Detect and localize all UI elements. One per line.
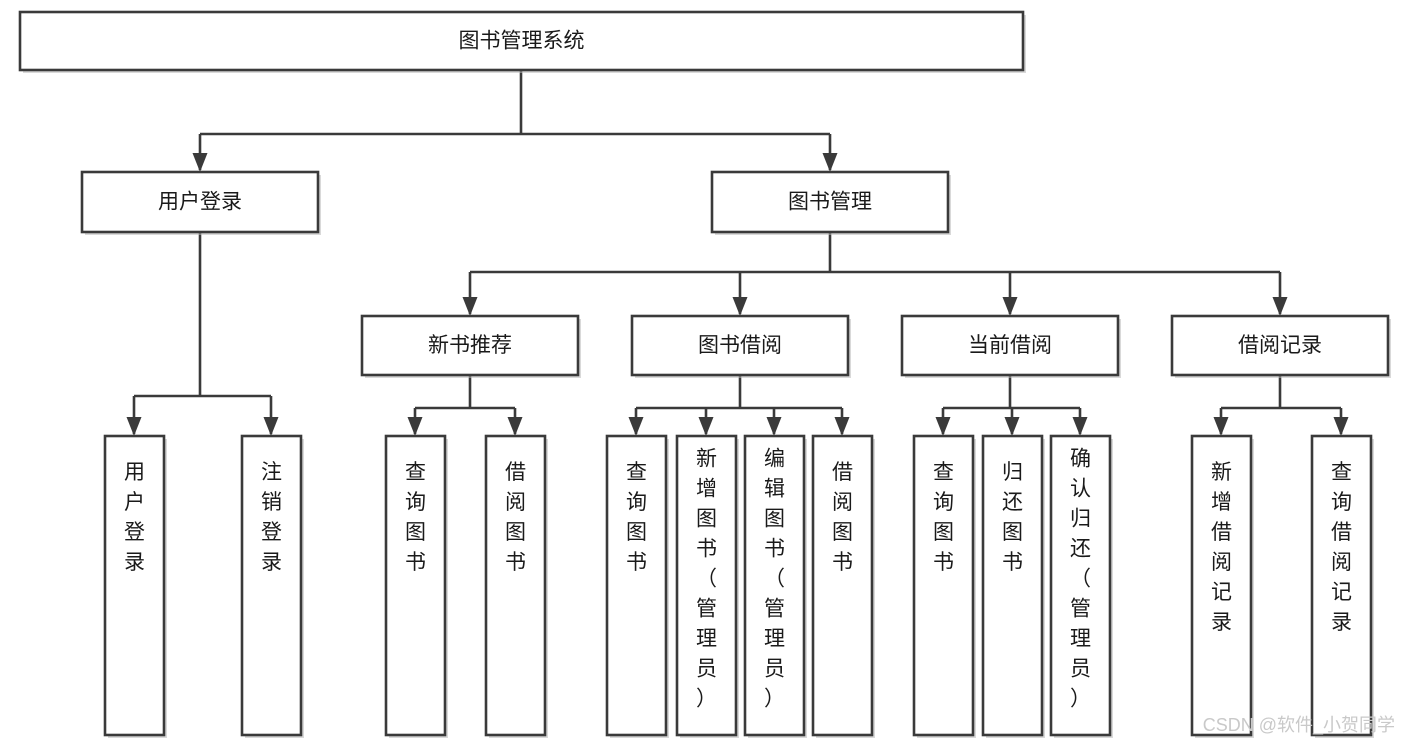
edge-arrowhead [1272, 297, 1288, 316]
node-box[interactable] [484, 434, 547, 737]
node-box[interactable] [900, 314, 1120, 377]
node-label: 新书推荐 [428, 334, 512, 357]
node-current-borrow[interactable]: 当前借阅 [900, 314, 1121, 378]
node-leaf-user-login[interactable]: 用户登录 [103, 434, 167, 738]
node-label: 查询图书 [933, 461, 954, 574]
node-new-book-recommend[interactable]: 新书推荐 [360, 314, 581, 378]
node-label: 当前借阅 [968, 334, 1052, 357]
node-box[interactable] [1310, 434, 1373, 737]
edge-arrowhead [1004, 417, 1020, 436]
edge-arrowhead [192, 153, 208, 172]
edge-arrowhead [822, 153, 838, 172]
node-label: 用户登录 [124, 461, 145, 574]
node-label: 新增图书（管理员） [696, 448, 717, 711]
node-box[interactable] [360, 314, 580, 377]
node-box[interactable] [811, 434, 874, 737]
edge-arrowhead [732, 297, 748, 316]
node-box[interactable] [1190, 434, 1253, 737]
node-leaf-query-record[interactable]: 查询借阅记录 [1310, 434, 1374, 738]
node-borrow-record[interactable]: 借阅记录 [1170, 314, 1391, 378]
node-box[interactable] [80, 170, 320, 234]
edge-arrowhead [462, 297, 478, 316]
node-label: 新增借阅记录 [1211, 461, 1232, 634]
edge-arrowhead [407, 417, 423, 436]
edge-arrowhead [1213, 417, 1229, 436]
node-leaf-borrow-book-2[interactable]: 借阅图书 [811, 434, 875, 738]
node-label: 图书借阅 [698, 334, 782, 357]
node-label: 查询图书 [405, 461, 426, 574]
connector-borrowrecord-to-leaves [1213, 375, 1349, 436]
node-leaf-query-book-1[interactable]: 查询图书 [384, 434, 448, 738]
node-box[interactable] [605, 434, 668, 737]
node-leaf-confirm-return[interactable]: 确认归还（管理员） [1049, 434, 1113, 738]
node-leaf-query-book-2[interactable]: 查询图书 [605, 434, 669, 738]
node-label: 编辑图书（管理员） [764, 448, 785, 711]
watermark-layer: CSDN @软件_小贺同学 [1203, 715, 1395, 736]
node-label: 注销登录 [261, 461, 282, 574]
node-leaf-borrow-book-1[interactable]: 借阅图书 [484, 434, 548, 738]
edge-arrowhead [507, 417, 523, 436]
edge-arrowhead [1072, 417, 1088, 436]
connector-bookborrow-to-leaves [628, 375, 850, 436]
node-label: 归还图书 [1002, 461, 1023, 574]
edge-arrowhead [263, 417, 279, 436]
edge-arrowhead [628, 417, 644, 436]
connector-newbook-to-leaves [407, 375, 523, 436]
node-box[interactable] [743, 434, 806, 737]
node-leaf-add-record[interactable]: 新增借阅记录 [1190, 434, 1254, 738]
edge-arrowhead [834, 417, 850, 436]
node-box[interactable] [981, 434, 1044, 737]
node-box[interactable] [675, 434, 738, 737]
edge-arrowhead [935, 417, 951, 436]
edge-arrowhead [1333, 417, 1349, 436]
connector-layer [126, 70, 1349, 436]
node-box[interactable] [384, 434, 447, 737]
node-leaf-return-book[interactable]: 归还图书 [981, 434, 1045, 738]
node-leaf-query-book-3[interactable]: 查询图书 [912, 434, 976, 738]
node-label: 图书管理系统 [459, 30, 585, 53]
node-book-manage[interactable]: 图书管理 [710, 170, 951, 235]
node-leaf-edit-book[interactable]: 编辑图书（管理员） [743, 434, 807, 738]
node-label: 借阅图书 [505, 461, 526, 574]
node-label: 查询借阅记录 [1331, 461, 1352, 634]
node-box[interactable] [1170, 314, 1390, 377]
edge-arrowhead [766, 417, 782, 436]
node-box[interactable] [912, 434, 975, 737]
node-box[interactable] [18, 10, 1025, 72]
edge-arrowhead [1002, 297, 1018, 316]
node-label: 借阅图书 [832, 461, 853, 574]
node-label: 查询图书 [626, 461, 647, 574]
node-box[interactable] [240, 434, 303, 737]
node-root[interactable]: 图书管理系统 [18, 10, 1026, 73]
edge-arrowhead [126, 417, 142, 436]
node-leaf-logout[interactable]: 注销登录 [240, 434, 304, 738]
edge-arrowhead [698, 417, 714, 436]
node-label: 用户登录 [158, 191, 242, 214]
node-box[interactable] [103, 434, 166, 737]
node-label: 借阅记录 [1238, 334, 1322, 357]
node-book-borrow[interactable]: 图书借阅 [630, 314, 851, 378]
connector-userlogin-to-leaves [126, 232, 279, 436]
node-layer: 图书管理系统用户登录图书管理新书推荐图书借阅当前借阅借阅记录用户登录注销登录查询… [18, 10, 1391, 738]
node-box[interactable] [630, 314, 850, 377]
node-box[interactable] [1049, 434, 1112, 737]
watermark-text: CSDN @软件_小贺同学 [1203, 715, 1395, 736]
node-leaf-add-book[interactable]: 新增图书（管理员） [675, 434, 739, 738]
connector-currentborrow-to-leaves [935, 375, 1088, 436]
node-box[interactable] [710, 170, 950, 234]
connector-root-to-level2 [192, 70, 838, 172]
node-label: 图书管理 [788, 191, 872, 214]
node-user-login[interactable]: 用户登录 [80, 170, 321, 235]
node-label: 确认归还（管理员） [1070, 448, 1091, 711]
connector-bookmanage-to-level3 [462, 232, 1288, 316]
